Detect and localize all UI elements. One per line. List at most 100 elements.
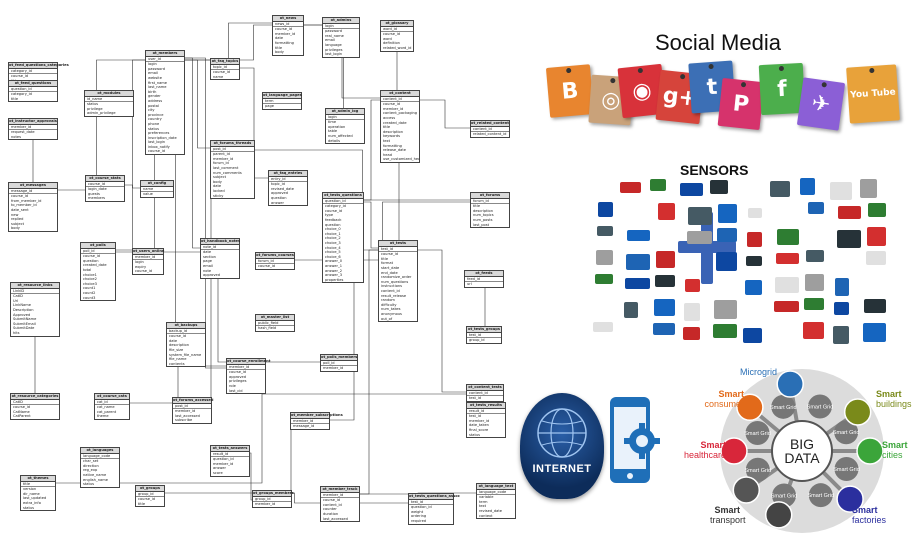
sensor-module <box>593 322 613 332</box>
sensor-module <box>864 299 886 313</box>
microgrid-icon <box>776 370 804 398</box>
table-field: topic_id <box>271 182 285 187</box>
note-glyph: ✈ <box>810 90 832 118</box>
consumer-icon <box>736 393 764 422</box>
table-field: char_set <box>83 459 99 464</box>
table-field: score <box>213 470 223 475</box>
table-field: date <box>169 338 178 343</box>
table-header: ot_forums_accessed <box>173 398 214 404</box>
table-field: description <box>473 208 493 213</box>
smart-grid-node <box>745 457 770 482</box>
table-field: expiry <box>135 264 147 269</box>
primary-key-field: login <box>326 115 364 121</box>
table-header: ot_language_text <box>477 484 515 490</box>
table-field: num_affected <box>328 133 353 138</box>
table-field: course_id <box>325 208 343 213</box>
primary-key-field: language_code <box>477 490 515 496</box>
smart-grid-node <box>807 394 832 419</box>
primary-key-field: cat_id <box>95 400 129 406</box>
table-header: ot_admins <box>323 18 359 24</box>
primary-key-field: post_id <box>173 404 211 410</box>
table-field: ordering <box>411 514 427 519</box>
table-field: access <box>383 115 396 120</box>
relationship-line <box>116 251 320 363</box>
table-field: guests <box>88 191 100 196</box>
table-field: address <box>148 98 163 103</box>
sensor-module <box>748 208 762 218</box>
table-field: approved <box>203 273 220 278</box>
table-field: test_id <box>469 414 481 419</box>
note-glyph: You Tube <box>849 87 897 101</box>
primary-key-field: member_id <box>291 419 329 425</box>
table-field: last_name <box>148 85 167 90</box>
table-field: request_date <box>11 130 35 135</box>
smart-grid-node <box>834 456 859 481</box>
primary-key-field: title <box>21 482 55 488</box>
sensor-module <box>683 327 700 340</box>
table-field: email <box>148 71 158 76</box>
table-field: term <box>479 499 488 504</box>
table-field: approved <box>271 191 288 196</box>
table-field: date_taken <box>469 423 489 428</box>
pushpin-icon <box>610 77 616 84</box>
table-field: postal <box>148 103 159 108</box>
internet-icon: INTERNET <box>520 393 604 499</box>
table-field: title <box>383 125 391 130</box>
table-field: subscribe <box>175 418 193 423</box>
table-field: created_date <box>83 263 107 268</box>
table-field: time <box>328 120 337 125</box>
table-field: admin_privilege <box>87 111 116 116</box>
primary-key-field: topic_id <box>211 65 239 71</box>
primary-key-field: message_id <box>9 189 57 195</box>
table-field: status <box>83 482 95 487</box>
table-field: description <box>383 129 403 134</box>
primary-key-field: entry_id <box>269 177 307 183</box>
smart-grid-label: Smart Grid <box>771 494 798 500</box>
relationship-line <box>240 67 268 179</box>
table-field: last_post <box>473 222 490 227</box>
table-header: ot_tests_results <box>467 403 505 409</box>
table-field: variable <box>479 495 494 500</box>
smart-grid-label: Smart Grid <box>770 405 797 411</box>
table-field: question_id <box>411 505 432 510</box>
table-header: ot_forums_threads <box>211 141 254 147</box>
table-field: context <box>479 513 493 518</box>
sensor-module <box>717 228 737 242</box>
primary-key-field: feed_id <box>465 277 503 283</box>
table-field: count1 <box>83 286 96 291</box>
primary-key-field: test_id <box>467 333 501 339</box>
sensor-module <box>656 251 675 268</box>
primary-key-field: group_id <box>253 497 291 503</box>
table-field: last_accessed <box>175 413 200 418</box>
primary-key-field: category_id <box>9 69 57 75</box>
sensor-module <box>770 181 790 197</box>
table-field: revised_date <box>271 186 294 191</box>
primary-key-field: language_code <box>81 454 119 460</box>
primary-key-field: login <box>323 24 359 30</box>
table-field: table <box>328 129 338 134</box>
big-data-title-word: DATA <box>784 450 820 466</box>
table-field: answer <box>213 466 226 471</box>
sensor-module <box>684 303 700 321</box>
table-field: feedback <box>325 217 342 222</box>
smart-grid-label: Smart Grid <box>744 431 771 437</box>
table-field: gender <box>148 94 161 99</box>
sensor-module <box>713 324 737 338</box>
primary-key-field: poll_id <box>321 361 357 367</box>
primary-key-field: term <box>263 99 301 105</box>
sensor-module <box>834 302 849 315</box>
sensor-module <box>867 227 886 246</box>
table-field: course_id <box>11 74 29 79</box>
primary-key-field: forum_id <box>471 199 509 205</box>
table-header: ot_member_subscriptions <box>291 413 343 419</box>
